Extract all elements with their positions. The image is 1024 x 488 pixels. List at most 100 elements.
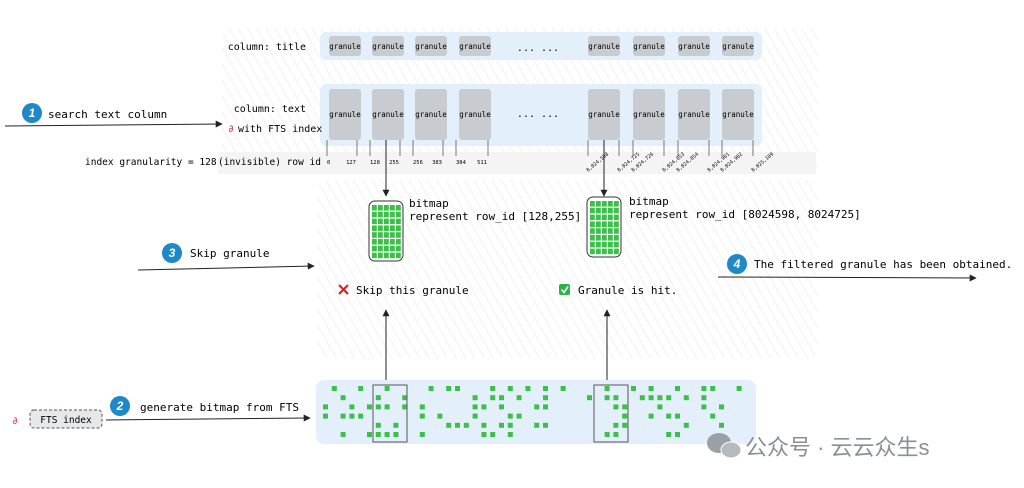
fts-dot xyxy=(666,432,672,437)
bitmap-cell xyxy=(602,207,607,214)
fts-dot xyxy=(534,404,540,410)
fts-dot xyxy=(719,422,724,428)
granule-label: granule xyxy=(633,110,665,119)
fts-dot xyxy=(331,386,337,391)
fts-dot xyxy=(710,413,716,419)
fts-dot xyxy=(375,404,381,410)
text-ellipsis: ... ... xyxy=(517,109,559,120)
fts-index-label: FTS index xyxy=(40,415,92,426)
step-3-badge xyxy=(162,243,182,263)
bitmap-cell xyxy=(390,232,395,238)
fts-dot xyxy=(516,395,522,401)
bitmap-cell xyxy=(378,232,383,238)
step-2-number: 2 xyxy=(116,399,124,413)
title-granule: granule xyxy=(722,36,754,56)
fts-dot xyxy=(604,395,610,401)
title-granule: granule xyxy=(678,36,710,56)
fts-dot xyxy=(358,413,364,419)
fts-dot xyxy=(622,404,628,410)
fts-window-1 xyxy=(372,384,408,443)
bitmap-cell xyxy=(396,225,401,231)
fts-dot xyxy=(613,432,619,437)
bitmap-cell xyxy=(602,214,607,221)
text-granule: granule xyxy=(722,89,754,140)
fts-dot xyxy=(428,386,434,391)
fts-dot xyxy=(648,395,654,401)
title-granule: granule xyxy=(459,36,491,56)
fts-dot xyxy=(701,395,707,401)
bitmap-cell xyxy=(390,252,395,259)
row-id-value: 127 xyxy=(346,160,356,166)
link-icon-2: ∂ xyxy=(12,416,18,427)
bitmap-cell xyxy=(596,221,601,227)
bitmap-cell xyxy=(378,211,383,218)
fts-dot xyxy=(507,413,513,419)
fts-dot xyxy=(648,386,654,391)
fts-dot xyxy=(507,432,513,437)
bitmap-cell xyxy=(390,211,395,218)
step-4: 4 The filtered granule has been obtained… xyxy=(717,254,1012,282)
granule-label: granule xyxy=(415,110,447,119)
fts-dot xyxy=(446,386,452,391)
bitmap-cell xyxy=(396,211,401,218)
bitmap-cell xyxy=(614,221,619,227)
fts-dot xyxy=(340,395,346,401)
step-4-number: 4 xyxy=(733,257,741,271)
bitmap-cell xyxy=(614,201,619,207)
bitmap-cell xyxy=(378,205,383,211)
granule-label: granule xyxy=(588,110,620,119)
bitmap-1-range: represent row_id [128,255] xyxy=(409,210,581,223)
step-4-arrow xyxy=(717,274,977,282)
bitmap-cell xyxy=(378,252,383,259)
fts-note: with FTS index xyxy=(238,124,322,135)
fts-dot xyxy=(384,404,390,410)
fts-dot xyxy=(375,432,381,437)
step-1-number: 1 xyxy=(29,106,36,120)
fts-dot xyxy=(463,422,469,428)
fts-dot xyxy=(437,413,443,419)
bitmap-1-grid xyxy=(368,200,404,262)
granule-label: granule xyxy=(588,42,620,51)
bitmap-cell xyxy=(608,207,613,214)
granule-label: granule xyxy=(372,110,404,119)
bitmap-2-range: represent row_id [8024598, 8024725] xyxy=(629,208,861,221)
row-id-label: (invisible) row id xyxy=(218,157,321,168)
bitmap-cell xyxy=(590,221,595,227)
row-id-value: 511 xyxy=(477,160,487,166)
bitmap-cell xyxy=(590,201,595,207)
fts-dot xyxy=(648,413,654,419)
bitmap-cell xyxy=(596,201,601,207)
bitmap-cell xyxy=(390,239,395,245)
text-granule: granule xyxy=(459,89,491,140)
step-3-number: 3 xyxy=(169,246,176,260)
fts-dot xyxy=(613,404,619,410)
fts-dot xyxy=(393,432,399,437)
granule-label: granule xyxy=(722,110,754,119)
bitmap-cell xyxy=(602,241,607,248)
step-3-text: Skip granule xyxy=(190,247,269,260)
fts-dot xyxy=(543,404,548,410)
bitmap-cell xyxy=(602,248,607,255)
step-2-arrow xyxy=(105,414,311,422)
bitmap-cell xyxy=(608,214,613,221)
bitmap-cell xyxy=(384,239,389,245)
bitmap-cell xyxy=(396,232,401,238)
row-id-value: 383 xyxy=(432,160,442,166)
bitmap-cell xyxy=(384,252,389,259)
fts-dot xyxy=(419,432,425,437)
bitmap-cell xyxy=(602,228,607,234)
bitmap-cell xyxy=(590,214,595,221)
fts-dot xyxy=(499,395,504,401)
bitmap-cell xyxy=(384,225,389,231)
bitmap-2-grid xyxy=(586,196,622,258)
granule-label: granule xyxy=(372,42,404,51)
step-2: 2 generate bitmap from FTS xyxy=(105,396,311,422)
bitmap-cell xyxy=(602,201,607,207)
fts-index-box xyxy=(29,409,103,429)
bitmap-cell xyxy=(590,228,595,234)
link-icon: ∂ xyxy=(228,124,234,135)
fts-dot xyxy=(367,432,372,437)
bitmap-cell xyxy=(596,241,601,248)
step-1-arrow xyxy=(4,120,223,128)
